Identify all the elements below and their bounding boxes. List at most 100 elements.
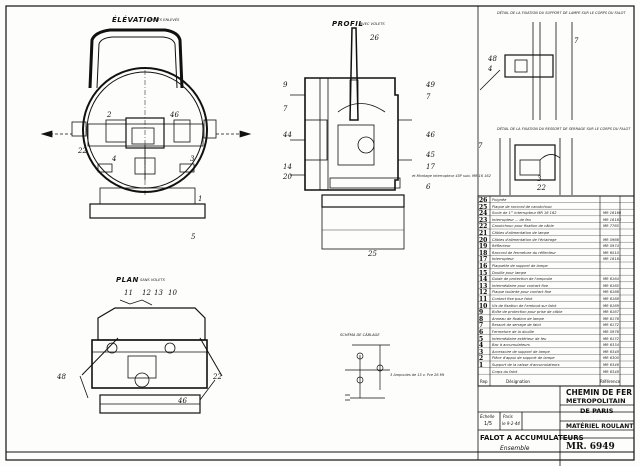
part-designation: Intermédiaire extérieur de feu — [492, 336, 547, 341]
callout: 22 — [537, 184, 546, 192]
part-number: 4 — [479, 342, 484, 350]
part-reference: MR 5966 — [603, 237, 619, 242]
callout: 48 — [57, 373, 66, 381]
part-designation: Bac à accumulateurs — [492, 343, 530, 348]
part-number: 13 — [479, 282, 488, 290]
callout: 4 — [488, 65, 493, 73]
part-number: 5 — [479, 335, 484, 343]
part-designation: Boîte de protection pour prise de câble — [492, 310, 563, 315]
part-reference: MR 6165 — [603, 283, 619, 288]
callout: 48 — [488, 55, 497, 63]
part-number: 3 — [479, 348, 484, 356]
part-designation: Plaquette de support de lampe — [492, 264, 548, 268]
table-row: 9 Boîte de protection pour prise de câble… — [478, 308, 638, 316]
part-reference: MR 16160 — [603, 211, 622, 216]
callout: 44 — [283, 131, 292, 139]
part-reference: MR 6172 — [603, 336, 619, 341]
detail-top-note: DÉTAIL DE LA FIXATION DU SUPPORT DE LAMP… — [497, 11, 626, 15]
part-designation: Plaque isolante pour contact fixe — [492, 290, 552, 295]
part-number: 1 — [479, 362, 484, 369]
callout: 3 — [190, 155, 195, 163]
part-number: 24 — [479, 210, 488, 218]
part-number: 6 — [479, 329, 484, 336]
part-designation: Pièce d'appui de support de lampe — [492, 356, 555, 361]
drawing-subtitle: Ensemble — [500, 445, 530, 452]
scale-label: Échelle — [480, 414, 495, 419]
part-reference: MR 5976 — [603, 330, 619, 334]
part-number: 20 — [479, 236, 488, 244]
callout: 22 — [78, 147, 87, 155]
part-number: 11 — [479, 296, 488, 303]
callout: 1 — [198, 195, 203, 203]
part-reference: MR 6169 — [603, 303, 619, 308]
part-designation: Plaque de raccord de caoutchouc — [492, 204, 553, 209]
part-number: 9 — [479, 309, 484, 317]
part-number: 21 — [479, 230, 488, 237]
part-number: 16 — [479, 263, 488, 270]
plan-title: PLAN — [116, 276, 139, 284]
part-number: 15 — [479, 269, 488, 277]
part-designation: Contact fixe pour falot — [492, 297, 533, 301]
department: MATÉRIEL ROULANT — [566, 423, 634, 430]
part-designation: Fermeture de la douille — [492, 330, 534, 334]
part-number: 7 — [479, 322, 484, 330]
callout: 45 — [426, 151, 435, 159]
part-reference: MR 6348 — [603, 369, 619, 374]
date-label: Paris — [503, 414, 513, 419]
part-designation: Câbles d'alimentation de lampe — [492, 231, 550, 235]
callout: 3 — [537, 175, 542, 183]
part-number: 8 — [479, 315, 484, 323]
table-header-designation: Désignation — [506, 379, 530, 384]
interrupteur-note: et Montage interrupteur 45P suiv. MR 16 … — [412, 174, 491, 178]
callout: 12 — [142, 289, 151, 297]
part-number: 26 — [479, 197, 488, 204]
callout: 14 — [283, 163, 292, 171]
wiring-diagram — [345, 344, 390, 401]
title-block-grid — [478, 385, 634, 466]
part-designation: Interrupteur ... de feu — [492, 217, 531, 222]
date-value: le 9-2-44 — [502, 421, 520, 426]
callout: 7 — [478, 142, 483, 150]
part-designation: Support de la caisse d'accumulateurs — [492, 363, 560, 367]
part-designation: Câbles d'alimentation de l'éclairage — [492, 237, 557, 242]
callout: 7 — [426, 93, 431, 101]
plan-subtitle: SANS VOLETS — [140, 278, 165, 282]
callout: 13 — [154, 289, 163, 297]
part-reference: MR 6166 — [603, 290, 619, 295]
company-line-3: DE PARIS — [580, 407, 614, 415]
part-reference: MR 6334 — [603, 343, 619, 348]
callout: 2 — [107, 111, 112, 119]
table-row: 4 Bac à accumulateurs MR 6334 — [478, 341, 638, 349]
callout: 46 — [178, 397, 187, 405]
part-designation: Guide de protection de l'ampoule — [492, 277, 553, 282]
plan-view — [79, 299, 223, 414]
callout: 11 — [124, 289, 133, 297]
part-number: 19 — [479, 243, 488, 251]
part-reference: MR 6167 — [603, 310, 619, 315]
drawing-title: FALOT A ACCUMULATEURS — [480, 434, 584, 442]
profile-view — [290, 27, 412, 250]
part-reference: MR 6176 — [603, 316, 619, 321]
callout: 25 — [368, 250, 377, 258]
detail-lamp-support — [479, 22, 573, 120]
part-reference: MR 6300 — [603, 356, 619, 361]
callout: 49 — [426, 81, 435, 89]
part-number: 10 — [479, 302, 488, 310]
part-number: 12 — [479, 289, 488, 297]
wiring-title: SCHÉMA DE CÂBLAGE — [340, 333, 380, 337]
table-row: 12 Plaque isolante pour contact fixe MR 61… — [478, 288, 638, 296]
table-header-ref: Référence — [600, 379, 621, 384]
